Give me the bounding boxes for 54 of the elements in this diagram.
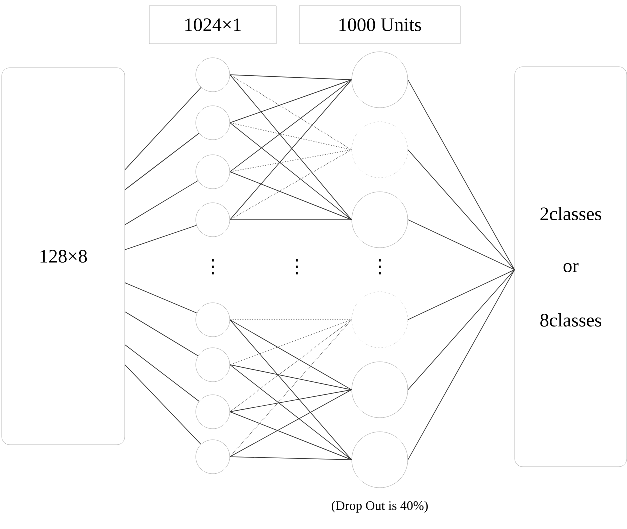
connection-line [408,270,516,390]
neuron-circle [196,348,230,382]
connection-line [230,364,352,390]
ellipsis-dots: ⋮ [379,259,381,275]
connection-line [230,150,352,220]
connection-line [408,150,516,270]
neuron-circle [196,202,230,238]
neuron-circle [352,432,408,488]
connection-line [124,133,200,190]
connection-line [230,390,352,412]
neuron-circle [196,58,230,92]
layer-label-box: 1024×1 [149,6,277,44]
connection-line [230,390,352,458]
neuron-circle [196,106,230,140]
neuron-circle [352,362,408,418]
neuron-circle [196,394,230,430]
ellipsis-dots: ⋮ [296,259,298,275]
connection-line [124,282,198,314]
connection-line [230,80,352,172]
neuron-circle [196,302,230,338]
connection-line [230,320,352,412]
connection-line [408,80,516,270]
connection-line [230,122,352,150]
neuron-circle [196,154,230,190]
connection-line [230,150,352,172]
connection-line [408,270,516,320]
output-box: 2classes or 8classes [514,66,627,468]
connection-line [230,456,352,460]
connection-line [230,364,352,460]
input-box: 128×8 [2,68,126,446]
connection-line [408,220,516,270]
connection-line [230,172,352,220]
connection-line [124,180,199,226]
note-text: (Drop Out is 40%) [332,501,428,513]
connection-line [230,320,352,390]
ellipsis-dots: ⋮ [212,259,214,275]
neuron-circle [196,440,230,474]
neuron-circle [352,52,408,108]
connection-line [124,312,199,356]
connection-line [230,80,352,124]
neuron-circle [352,192,408,248]
connection-line [124,344,200,402]
connection-line [230,122,352,220]
connection-line [230,74,352,150]
connection-line [230,74,352,80]
connection-line [230,320,352,366]
connection-line [124,225,198,250]
connection-line [124,87,202,170]
connection-line [124,364,202,445]
layer-label-box: 1000 Units [299,6,461,44]
connection-line [408,270,516,460]
neuron-circle [352,122,408,178]
connection-line [230,412,352,460]
neuron-circle [352,292,408,348]
